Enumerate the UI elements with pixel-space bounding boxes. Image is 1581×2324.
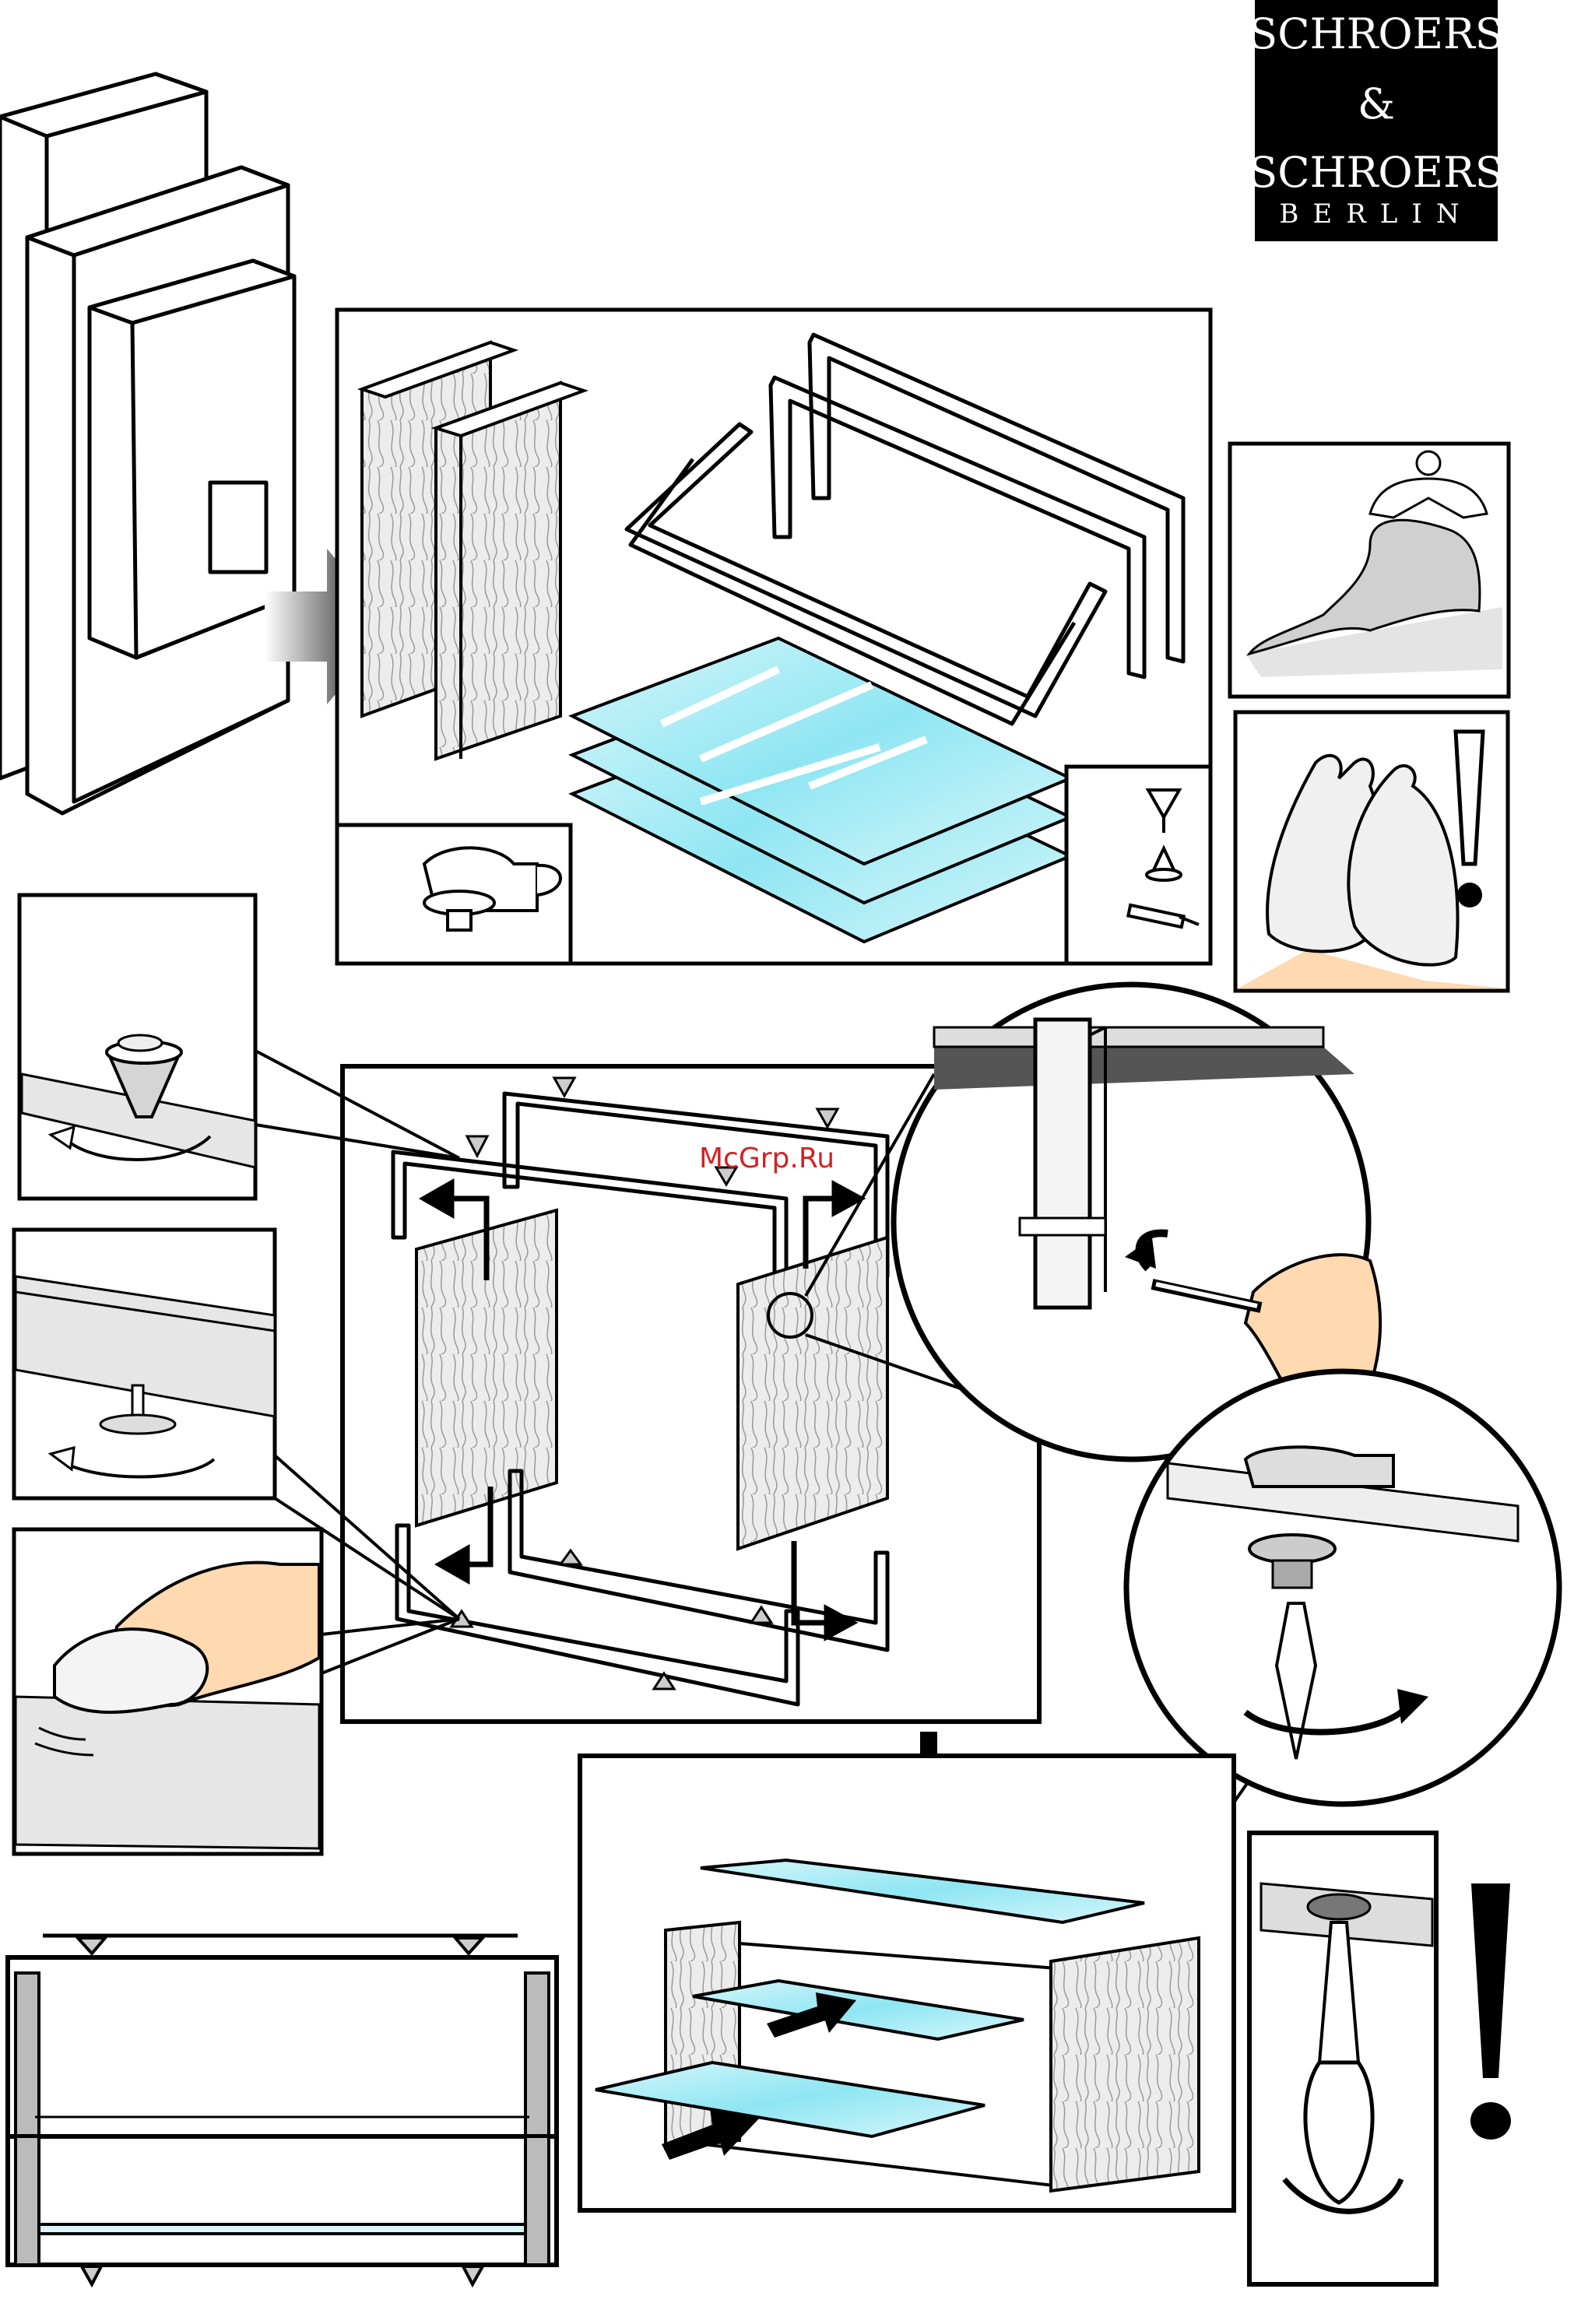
front-view-illustration <box>8 1936 557 2284</box>
logo-line-2: & <box>1358 79 1395 128</box>
spike-adjust-detail <box>19 895 255 1199</box>
exclamation-icon <box>1471 1883 1510 2078</box>
cleaning-detail <box>14 1529 321 1854</box>
package-contents-panel <box>337 310 1210 964</box>
spill-warning-box <box>1230 444 1509 697</box>
logo-line-1: SCHROERS <box>1249 9 1503 58</box>
logo-line-4: BERLIN <box>1279 198 1473 230</box>
shelf-insertion-panel <box>580 1756 1234 2210</box>
logo-line-3: SCHROERS <box>1249 148 1503 197</box>
clip-magnifier <box>1126 1371 1559 1804</box>
shipping-boxes-illustration <box>0 74 294 813</box>
side-panels <box>362 342 584 759</box>
foot-adjust-detail <box>14 1230 275 1498</box>
overtighten-warning-box <box>1249 1833 1511 2284</box>
screw-hardware-box <box>1066 767 1210 964</box>
watermark-text: McGrp.Ru <box>699 1143 834 1174</box>
wear-gloves-box <box>1235 712 1508 991</box>
brand-logo: SCHROERS & SCHROERS BERLIN <box>1249 0 1503 241</box>
